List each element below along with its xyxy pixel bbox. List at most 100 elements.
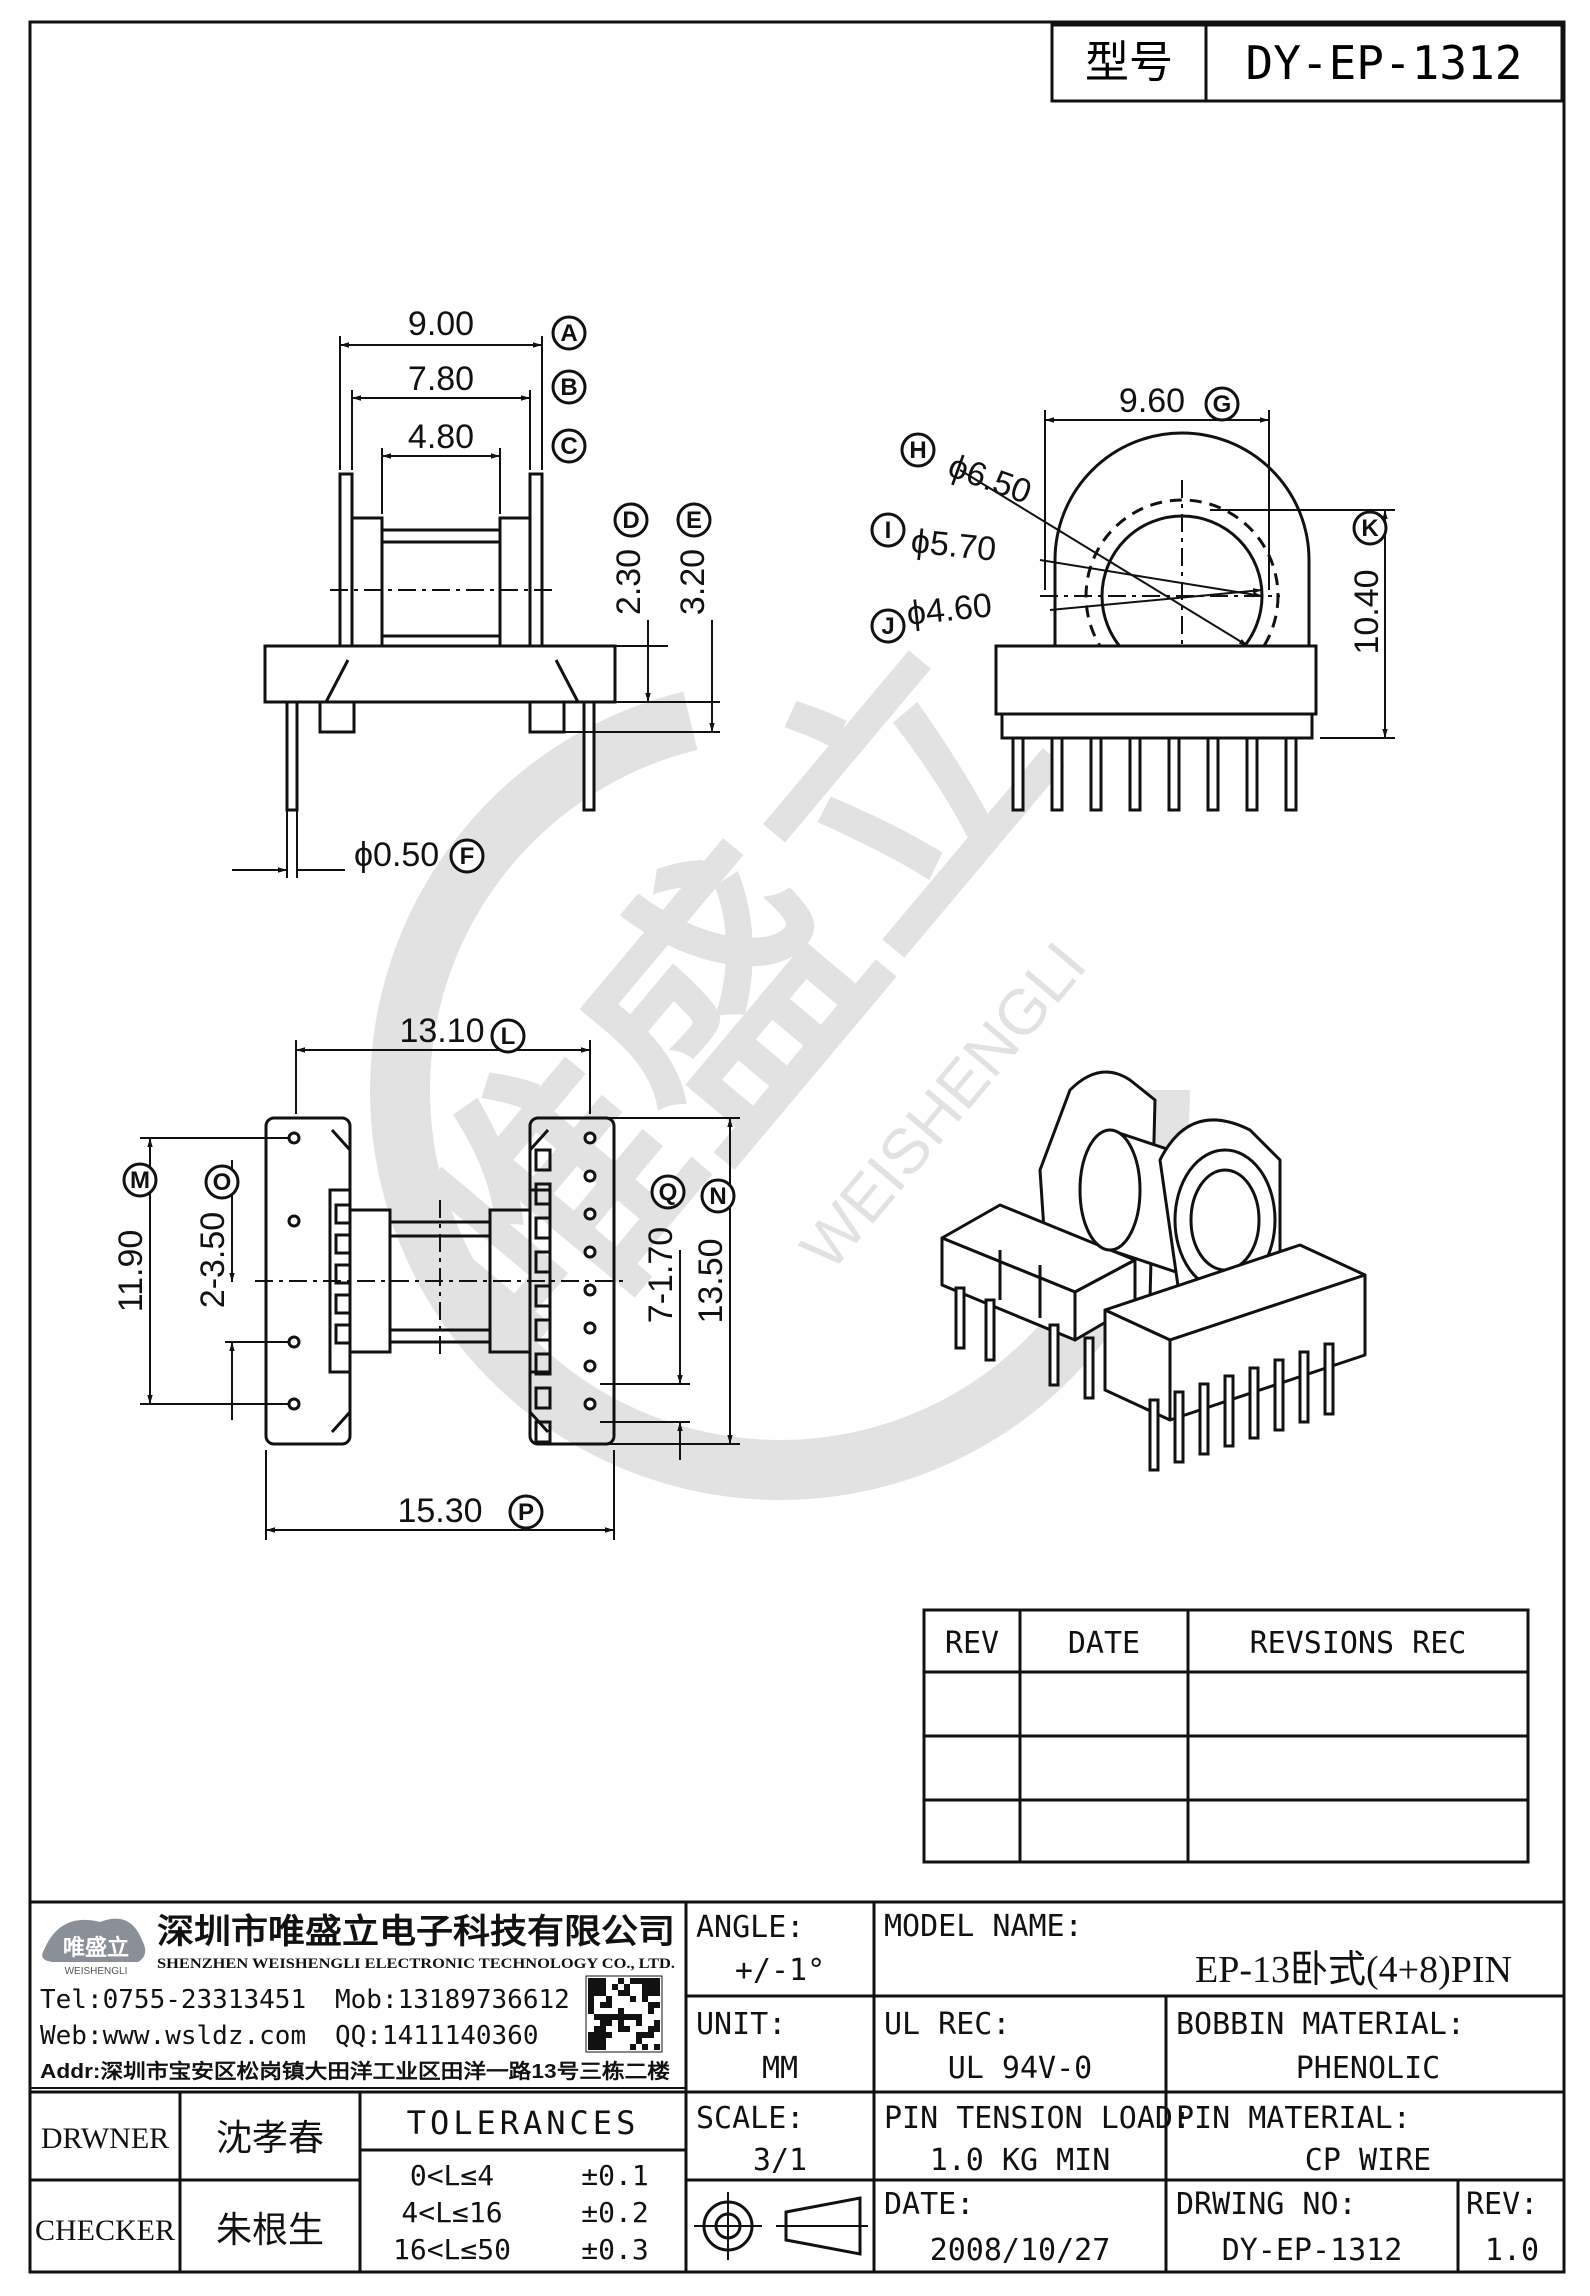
- front-view-dimensions: [232, 336, 720, 878]
- dim-letter-text: P: [518, 1499, 534, 1526]
- dim-letter-l: L: [490, 1018, 526, 1054]
- dim-j-value: ϕ4.60: [905, 586, 994, 633]
- bottom-view-dimensions: [140, 1040, 740, 1540]
- dim-o-value: 2-3.50: [194, 1212, 232, 1308]
- tol-range-3: 16<L≤50: [393, 2233, 511, 2266]
- dim-d-value: 2.30: [610, 549, 648, 615]
- unit-value: MM: [762, 2051, 798, 2086]
- front-view-labels: 9.00 7.80 4.80 2.30 3.20 ϕ0.50: [354, 305, 712, 874]
- tolerances-label: TOLERANCES: [407, 2104, 640, 2142]
- side-pin: [1284, 736, 1298, 812]
- side-pin: [1206, 736, 1220, 812]
- dim-letter-text: J: [881, 613, 894, 640]
- angle-label: ANGLE:: [696, 1910, 804, 1945]
- side-pin: [1050, 736, 1064, 812]
- comb-slot: [534, 1284, 552, 1308]
- header-model-label: 型号: [1085, 38, 1173, 87]
- dim-letter-text: C: [560, 433, 577, 460]
- dim-n-value: 13.50: [692, 1238, 730, 1323]
- ul-rec-value: UL 94V-0: [948, 2051, 1093, 2086]
- comb-slot: [534, 1318, 552, 1342]
- company-name-en: SHENZHEN WEISHENGLI ELECTRONIC TECHNOLOG…: [157, 1956, 675, 1972]
- tol-value-2: ±0.2: [581, 2196, 648, 2229]
- unit-label: UNIT:: [696, 2007, 786, 2042]
- dim-letter-text: F: [460, 843, 475, 870]
- tol-value-1: ±0.1: [581, 2159, 648, 2192]
- comb-slot: [334, 1323, 352, 1345]
- side-pin: [1167, 736, 1181, 812]
- pin-hole-right: [583, 1131, 597, 1145]
- angle-value: +/-1°: [735, 1953, 825, 1988]
- dim-letter-text: H: [909, 437, 926, 464]
- dim-letter-text: N: [709, 1183, 726, 1210]
- dim-letter-o: O: [204, 1164, 240, 1200]
- bobbin-material-value: PHENOLIC: [1296, 2051, 1441, 2086]
- side-view-dimensions: [959, 410, 1395, 739]
- pin-hole-right: [583, 1359, 597, 1373]
- iso-pin: [954, 1286, 966, 1350]
- comb-slot: [334, 1263, 352, 1285]
- pin-hole-right: [583, 1245, 597, 1259]
- rev-label: REV:: [1466, 2187, 1538, 2222]
- dim-letter-f: F: [449, 838, 485, 874]
- iso-pin: [1173, 1390, 1185, 1464]
- title-block-text: ANGLE: +/-1° MODEL NAME: EP-13卧式(4+8)PIN…: [35, 1909, 1539, 2268]
- dim-letter-n: N: [700, 1178, 736, 1214]
- dim-letter-i: I: [870, 512, 906, 548]
- comb-slot: [534, 1352, 552, 1376]
- date-label: DATE:: [884, 2187, 974, 2222]
- dim-letter-b: B: [551, 369, 587, 405]
- comb-slot: [334, 1233, 352, 1255]
- dim-letter-text: A: [560, 320, 577, 347]
- comb-slot: [534, 1250, 552, 1274]
- dim-letter-text: G: [1213, 391, 1232, 418]
- company-web: Web:www.wsldz.com: [40, 2021, 306, 2051]
- dim-letter-text: D: [622, 507, 639, 534]
- model-name-label: MODEL NAME:: [884, 1909, 1083, 1944]
- pin-tension-label: PIN TENSION LOAD:: [884, 2101, 1191, 2136]
- revision-table-headers: REV DATE REVSIONS REC: [945, 1626, 1466, 1661]
- iso-pin: [1198, 1382, 1210, 1456]
- company-logo-sub: WEISHENGLI: [65, 1966, 128, 1977]
- tol-value-3: ±0.3: [581, 2233, 648, 2266]
- title-block-grid: [30, 1900, 1564, 2272]
- side-pin: [1011, 736, 1025, 812]
- comb-slot: [534, 1216, 552, 1240]
- iso-pin: [984, 1298, 996, 1362]
- bottom-view-labels: 13.10 15.30 11.90 2-3.50 7-1.70 13.50: [112, 1012, 730, 1530]
- pin-hole-left: [287, 1131, 301, 1145]
- dim-q-value: 7-1.70: [642, 1227, 680, 1323]
- rev-col-header: REV: [945, 1626, 999, 1661]
- dim-p-value: 15.30: [397, 1492, 482, 1530]
- iso-pin: [1298, 1350, 1310, 1424]
- scale-value: 3/1: [753, 2143, 807, 2178]
- rev-value: 1.0: [1485, 2233, 1539, 2268]
- ul-rec-label: UL REC:: [884, 2007, 1010, 2042]
- bottom-view-pins: [287, 1131, 597, 1444]
- comb-slot: [534, 1420, 552, 1444]
- revisions-col-header: REVSIONS REC: [1250, 1626, 1467, 1661]
- drawing-border: [28, 20, 1566, 2274]
- side-view-pins: [1011, 736, 1298, 812]
- dim-letter-text: B: [560, 374, 577, 401]
- pin-hole-left: [287, 1214, 301, 1228]
- company-logo: 唯盛立 WEISHENGLI: [42, 1918, 146, 1977]
- company-address: Addr:深圳市宝安区松岗镇大田洋工业区田洋一路13号三栋二楼: [40, 2059, 670, 2083]
- header-box: 型号 DY-EP-1312: [1050, 23, 1564, 103]
- dim-letter-q: Q: [650, 1174, 686, 1210]
- dim-letter-h: H: [900, 432, 936, 468]
- dim-a-value: 9.00: [408, 305, 474, 343]
- dim-i-value: ϕ5.70: [909, 522, 998, 569]
- side-view-labels: 9.60 ϕ6.50 ϕ5.70 ϕ4.60 10.40: [905, 382, 1386, 655]
- iso-pin: [1223, 1374, 1235, 1448]
- date-value: 2008/10/27: [930, 2233, 1111, 2268]
- pin-hole-right: [583, 1321, 597, 1335]
- dim-l-value: 13.10: [399, 1012, 484, 1050]
- checker-value: 朱根生: [216, 2210, 324, 2250]
- comb-slot: [534, 1182, 552, 1206]
- dim-f-value: ϕ0.50: [354, 836, 439, 874]
- drawner-label: DRWNER: [41, 2122, 169, 2155]
- dim-letter-c: C: [551, 428, 587, 464]
- iso-pin: [1323, 1342, 1335, 1416]
- dim-letter-text: K: [1361, 515, 1379, 542]
